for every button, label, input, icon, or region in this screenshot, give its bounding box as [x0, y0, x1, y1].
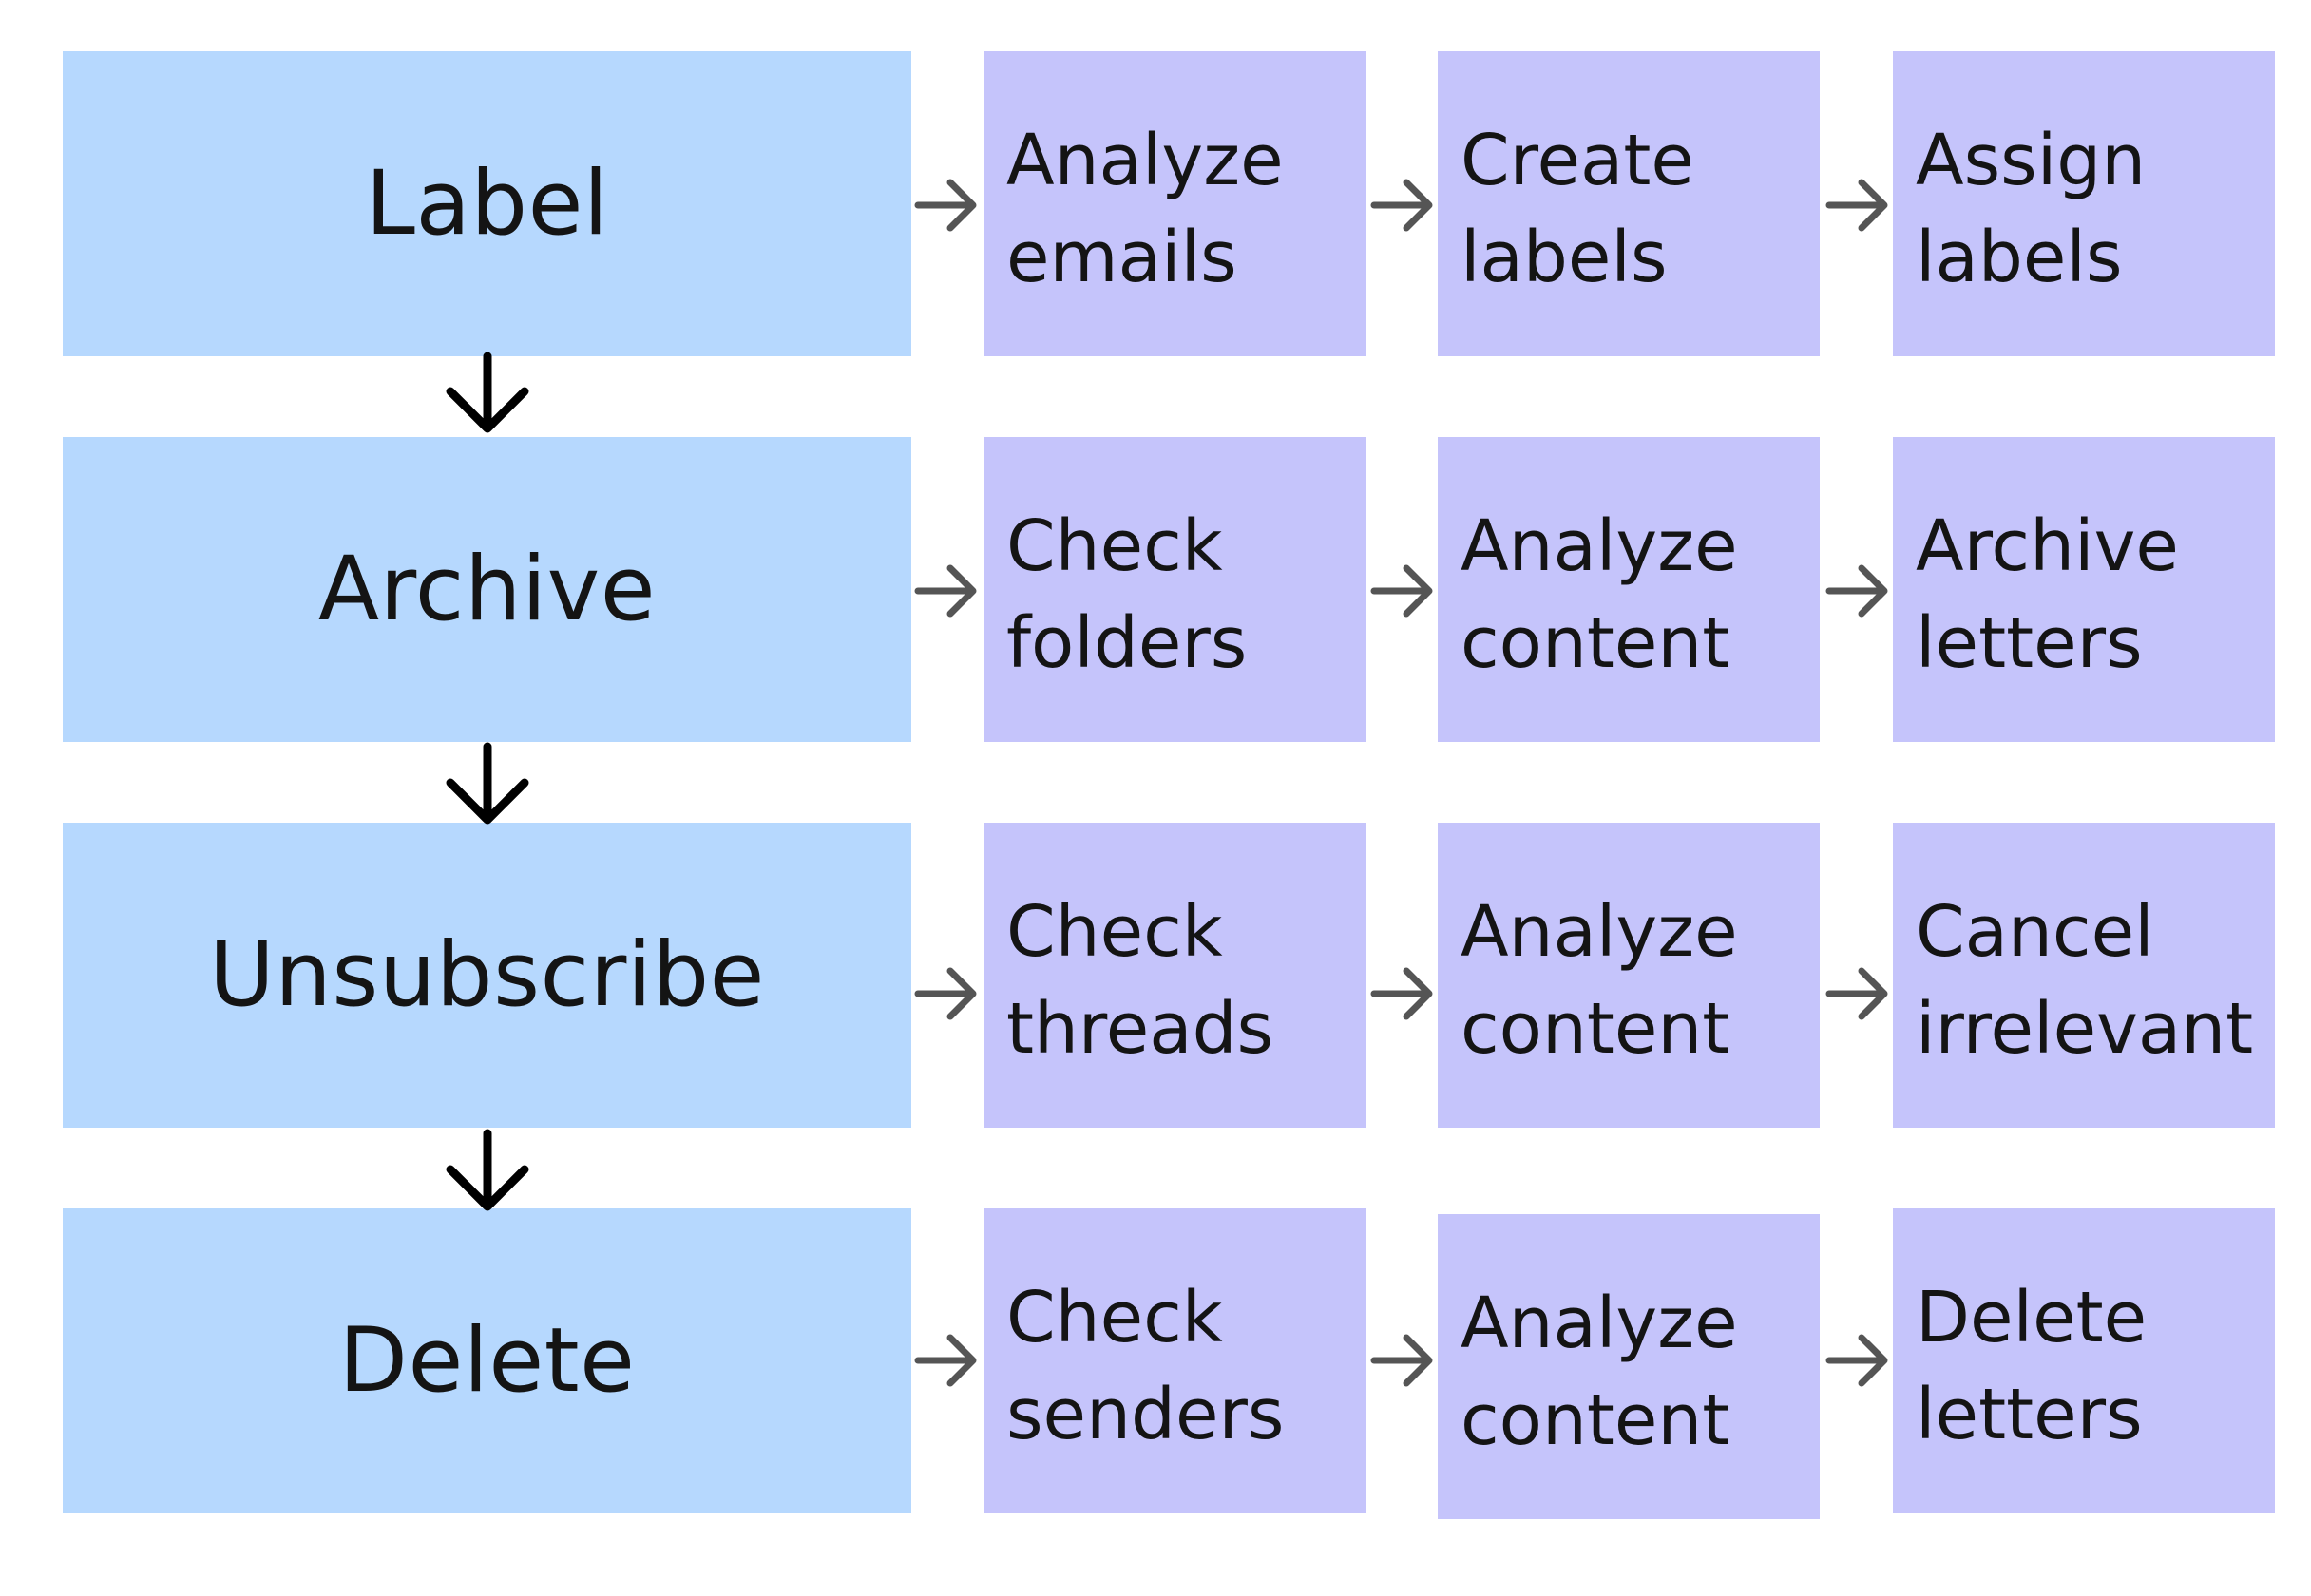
step-box-delete-letters: Delete letters: [1893, 1208, 2275, 1513]
step-line-2: irrelevant: [1916, 988, 2254, 1070]
step-box-analyze-emails: Analyze emails: [984, 51, 1366, 356]
right-arrow-icon: [1825, 179, 1888, 232]
main-box-label: Label: [63, 51, 911, 356]
step-line-1: Archive: [1916, 505, 2179, 587]
main-label: Delete: [338, 1309, 636, 1413]
step-box-cancel-irrelevant: Cancel irrelevant: [1893, 823, 2275, 1128]
step-line-2: threads: [1006, 988, 1274, 1070]
step-line-2: content: [1461, 1379, 1730, 1461]
main-label: Archive: [317, 538, 657, 641]
right-arrow-icon: [914, 1334, 977, 1387]
step-line-1: Analyze: [1461, 505, 1738, 587]
step-box-check-senders: Check senders: [984, 1208, 1366, 1513]
step-line-2: letters: [1916, 602, 2143, 684]
down-arrow-icon: [446, 352, 529, 433]
right-arrow-icon: [914, 564, 977, 618]
main-box-archive: Archive: [63, 437, 911, 742]
step-line-2: letters: [1916, 1374, 2143, 1455]
right-arrow-icon: [1370, 1334, 1433, 1387]
step-box-analyze-content: Analyze content: [1438, 1214, 1820, 1519]
right-arrow-icon: [1825, 967, 1888, 1020]
step-line-1: Check: [1006, 505, 1223, 587]
main-label: Label: [365, 152, 609, 256]
main-box-unsubscribe: Unsubscribe: [63, 823, 911, 1128]
step-line-2: content: [1461, 602, 1730, 684]
step-line-1: Delete: [1916, 1277, 2148, 1358]
step-box-check-folders: Check folders: [984, 437, 1366, 742]
step-line-1: Assign: [1916, 120, 2147, 201]
step-line-2: labels: [1461, 217, 1668, 298]
step-line-1: Cancel: [1916, 891, 2154, 973]
step-line-2: emails: [1006, 217, 1237, 298]
step-line-1: Create: [1461, 120, 1694, 201]
right-arrow-icon: [914, 179, 977, 232]
step-line-2: labels: [1916, 217, 2123, 298]
right-arrow-icon: [1370, 564, 1433, 618]
right-arrow-icon: [1370, 179, 1433, 232]
main-box-delete: Delete: [63, 1208, 911, 1513]
right-arrow-icon: [1370, 967, 1433, 1020]
step-box-analyze-content: Analyze content: [1438, 437, 1820, 742]
step-line-1: Check: [1006, 1277, 1223, 1358]
step-box-archive-letters: Archive letters: [1893, 437, 2275, 742]
right-arrow-icon: [1825, 564, 1888, 618]
step-box-assign-labels: Assign labels: [1893, 51, 2275, 356]
step-line-1: Check: [1006, 891, 1223, 973]
step-line-2: folders: [1006, 602, 1248, 684]
step-box-check-threads: Check threads: [984, 823, 1366, 1128]
step-line-1: Analyze: [1461, 1282, 1738, 1364]
right-arrow-icon: [914, 967, 977, 1020]
step-box-analyze-content: Analyze content: [1438, 823, 1820, 1128]
down-arrow-icon: [446, 742, 529, 825]
down-arrow-icon: [446, 1129, 529, 1211]
step-line-2: content: [1461, 988, 1730, 1070]
step-line-1: Analyze: [1461, 891, 1738, 973]
step-line-2: senders: [1006, 1374, 1285, 1455]
main-label: Unsubscribe: [208, 923, 765, 1027]
step-box-create-labels: Create labels: [1438, 51, 1820, 356]
step-line-1: Analyze: [1006, 120, 1284, 201]
right-arrow-icon: [1825, 1334, 1888, 1387]
